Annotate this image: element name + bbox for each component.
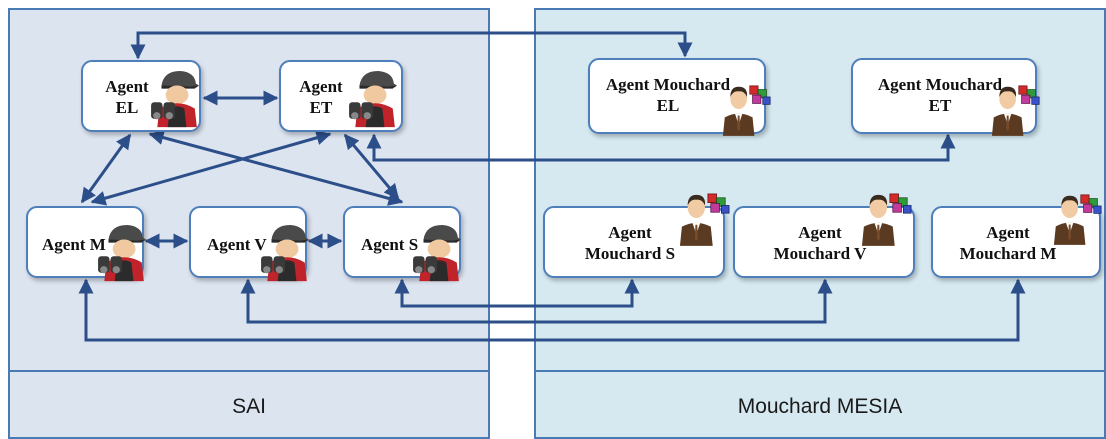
agent-mouchard-el-node: Agent Mouchard EL (588, 58, 766, 134)
spy-binoculars-icon (96, 220, 148, 282)
spy-binoculars-icon (411, 220, 463, 282)
agent-mouchard-s-line2: Mouchard S (584, 244, 676, 263)
businessman-cubes-icon (1053, 190, 1103, 246)
sai-panel-label: SAI (232, 394, 266, 418)
arrow-et-m (90, 130, 332, 206)
spy-binoculars-icon (259, 220, 311, 282)
agent-v-label: Agent V (207, 235, 267, 254)
agent-mouchard-v-label: Agent Mouchard V (765, 222, 875, 264)
agent-mouchard-m-node: Agent Mouchard M (931, 206, 1101, 278)
panel-divider (536, 370, 1104, 372)
businessman-cubes-icon (679, 190, 731, 246)
arrow-et-s (343, 133, 400, 200)
businessman-cubes-icon (861, 190, 913, 246)
agent-mouchard-m-label: Agent Mouchard M (953, 222, 1063, 264)
agent-v-node: Agent V (189, 206, 307, 278)
arrow-s-to-mouchard-s (394, 278, 640, 308)
agent-et-line1: Agent (299, 77, 343, 96)
businessman-cubes-icon (722, 82, 772, 136)
spy-binoculars-icon (149, 66, 201, 128)
spy-binoculars-icon (347, 66, 399, 128)
agent-mouchard-el-line1: Agent Mouchard (605, 75, 731, 94)
businessman-cubes-icon (991, 82, 1041, 136)
arrow-et-to-mouchard-et (366, 133, 956, 162)
agent-m-label: Agent M (42, 235, 106, 254)
agent-mouchard-s-label: Agent Mouchard S (575, 222, 685, 264)
agent-mouchard-et-label: Agent Mouchard ET (867, 74, 1013, 116)
agent-el-label: Agent EL (95, 76, 159, 118)
agent-et-node: Agent ET (279, 60, 403, 132)
panel-divider (10, 370, 488, 372)
agent-mouchard-et-line1: Agent Mouchard (877, 75, 1003, 94)
agent-el-line2: EL (115, 98, 139, 117)
agent-mouchard-m-line2: Mouchard M (959, 244, 1057, 263)
agent-mouchard-el-label: Agent Mouchard EL (598, 74, 738, 116)
arrow-el-s (148, 130, 404, 206)
agent-el-node: Agent EL (81, 60, 201, 132)
agent-mouchard-v-line1: Agent (798, 223, 842, 242)
agent-et-line2: ET (309, 98, 333, 117)
agent-mouchard-m-line1: Agent (986, 223, 1030, 242)
agent-mouchard-s-line1: Agent (608, 223, 652, 242)
agent-mouchard-v-line2: Mouchard V (773, 244, 867, 263)
agent-mouchard-v-node: Agent Mouchard V (733, 206, 915, 278)
agent-el-line1: Agent (105, 77, 149, 96)
agent-mouchard-et-node: Agent Mouchard ET (851, 58, 1037, 134)
agent-mouchard-el-line2: EL (656, 96, 680, 115)
agent-m-node: Agent M (26, 206, 144, 278)
agent-s-node: Agent S (343, 206, 461, 278)
agent-mouchard-et-line2: ET (928, 96, 952, 115)
arrow-m-to-mouchard-m (78, 278, 1026, 342)
arrow-el-to-mouchard-el (130, 31, 693, 60)
agent-et-label: Agent ET (289, 76, 353, 118)
mouchard-mesia-panel-label: Mouchard MESIA (737, 394, 903, 418)
agent-mouchard-s-node: Agent Mouchard S (543, 206, 725, 278)
agent-s-label: Agent S (361, 235, 419, 254)
arrow-v-to-mouchard-v (240, 278, 833, 324)
